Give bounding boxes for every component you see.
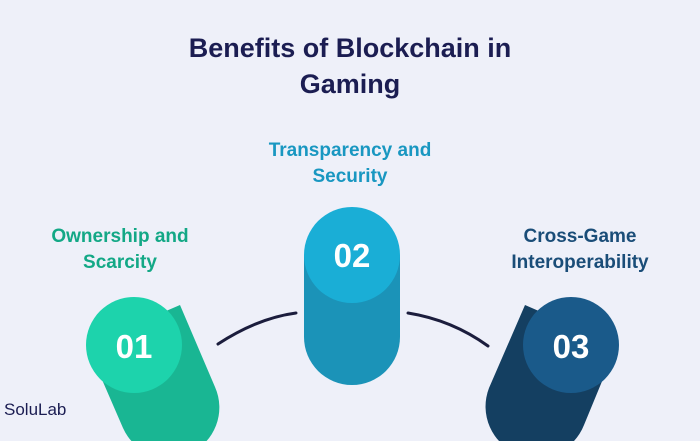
benefit-label-1: Ownership and Scarcity	[20, 224, 220, 276]
benefit-number-3: 03	[553, 328, 590, 365]
benefit-number-2: 02	[334, 237, 371, 274]
benefit-label-2-line-2: Security	[312, 166, 388, 187]
benefit-label-3: Cross-Game Interoperability	[480, 224, 680, 276]
benefit-cylinder-3: 03	[485, 297, 619, 441]
benefit-label-1-line-1: Ownership and	[51, 226, 189, 247]
benefit-number-1: 01	[116, 328, 153, 365]
cylinder-top-1	[86, 297, 182, 393]
cylinder-top-2	[304, 207, 400, 303]
connector-arc-2	[406, 311, 490, 348]
benefit-label-1-line-2: Scarcity	[83, 252, 157, 273]
page-title: Benefits of Blockchain in Gaming	[100, 30, 600, 102]
connector-arc-1	[216, 311, 298, 346]
benefit-label-2-line-1: Transparency and	[268, 140, 432, 161]
benefit-label-3-line-2: Interoperability	[511, 252, 649, 273]
benefit-label-2: Transparency and Security	[235, 138, 465, 190]
title-line-2: Gaming	[299, 69, 401, 99]
cylinder-top-3	[523, 297, 619, 393]
brand-logo-text: SoluLab	[4, 400, 67, 419]
title-line-1: Benefits of Blockchain in	[188, 33, 512, 63]
benefit-label-3-line-1: Cross-Game	[523, 226, 637, 247]
benefit-cylinder-2: 02	[304, 207, 400, 385]
benefit-cylinder-1: 01	[86, 297, 220, 441]
